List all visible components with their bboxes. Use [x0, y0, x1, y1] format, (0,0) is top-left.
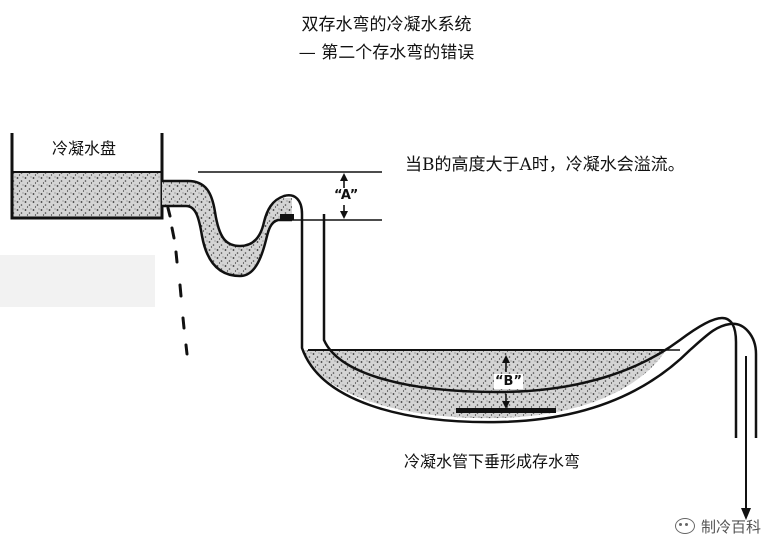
dimension-b — [454, 349, 680, 409]
dimension-a-label: “A” — [333, 188, 360, 203]
first-trap-outer-wall — [162, 179, 304, 248]
first-trap-water — [162, 181, 292, 276]
first-trap — [162, 179, 304, 278]
dimension-a — [198, 171, 382, 221]
drain-pan-water — [12, 172, 162, 218]
first-trap-inner-wall — [162, 204, 292, 278]
sag-inner-wall — [322, 214, 738, 438]
sagging-drain-line — [300, 214, 758, 438]
background-shadow — [0, 255, 155, 307]
sag-trap-note: 冷凝水管下垂形成存水弯 — [404, 452, 581, 471]
drain-pan — [10, 133, 164, 220]
wechat-icon — [674, 518, 695, 534]
overflow-drips — [166, 206, 189, 356]
watermark: 制冷百科 — [674, 516, 761, 537]
drain-pan-label: 冷凝水盘 — [52, 139, 117, 158]
overflow-note: 当B的高度大于A时，冷凝水会溢流。 — [405, 155, 685, 175]
diagram-title: 双存水弯的冷凝水系统 — [301, 15, 472, 35]
watermark-text: 制冷百科 — [700, 518, 761, 536]
dimension-b-label: “B” — [494, 374, 523, 389]
sag-water — [302, 350, 666, 419]
sag-low-point-marker — [456, 408, 556, 413]
air-pocket-marker — [280, 214, 294, 220]
diagram-subtitle: — 第二个存水弯的错误 — [298, 43, 475, 63]
discharge-arrow — [741, 356, 751, 520]
drain-pan-outline — [10, 133, 164, 220]
